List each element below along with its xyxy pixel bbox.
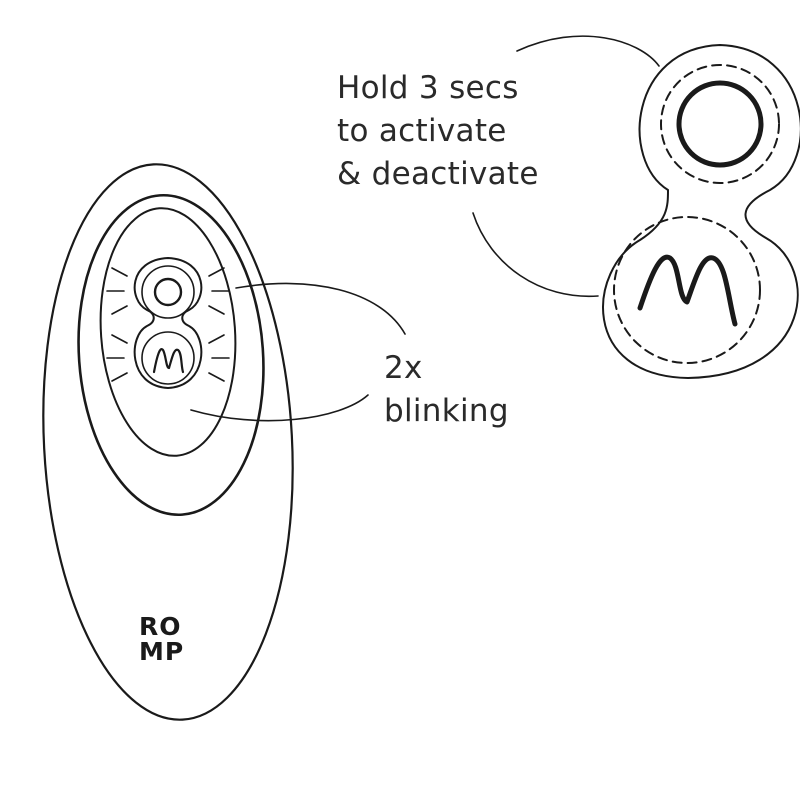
remote-buttons-outline bbox=[133, 257, 203, 389]
remote-buttons bbox=[133, 257, 203, 389]
circle-icon bbox=[153, 277, 183, 307]
enlarged-mode-dashed-ring bbox=[613, 216, 761, 364]
circle-icon[interactable] bbox=[676, 80, 764, 168]
hold-callout-line-3: & deactivate bbox=[337, 156, 539, 192]
blink-callout-line-2: blinking bbox=[384, 393, 509, 429]
blink-rays bbox=[106, 267, 230, 382]
hold-callout-line-1: Hold 3 secs bbox=[337, 70, 519, 106]
remote-power-button-ring[interactable] bbox=[141, 265, 195, 319]
blink-callout-line-1: 2x bbox=[384, 350, 423, 386]
remote-outer-shell bbox=[42, 163, 294, 721]
hold-leader-line bbox=[472, 35, 660, 298]
enlarged-buttons bbox=[602, 44, 800, 379]
remote-inner-panel bbox=[99, 207, 237, 457]
brand-logo-line-1: RO bbox=[139, 612, 182, 641]
blink-instruction-callout: 2x blinking bbox=[384, 347, 509, 433]
enlarged-buttons-outline bbox=[602, 44, 800, 379]
hold-instruction-callout: Hold 3 secs to activate & deactivate bbox=[337, 67, 539, 196]
brand-logo: RO MP bbox=[139, 614, 199, 664]
remote-button-panel bbox=[77, 193, 265, 517]
m-wave-icon[interactable] bbox=[637, 254, 738, 327]
remote-body bbox=[42, 163, 294, 721]
remote-mode-button-ring[interactable] bbox=[141, 331, 195, 385]
hold-callout-line-2: to activate bbox=[337, 113, 507, 149]
brand-logo-line-2: MP bbox=[139, 637, 185, 666]
enlarged-power-dashed-ring bbox=[660, 64, 780, 184]
m-wave-icon bbox=[152, 348, 185, 374]
blink-leader-lines bbox=[190, 282, 406, 422]
